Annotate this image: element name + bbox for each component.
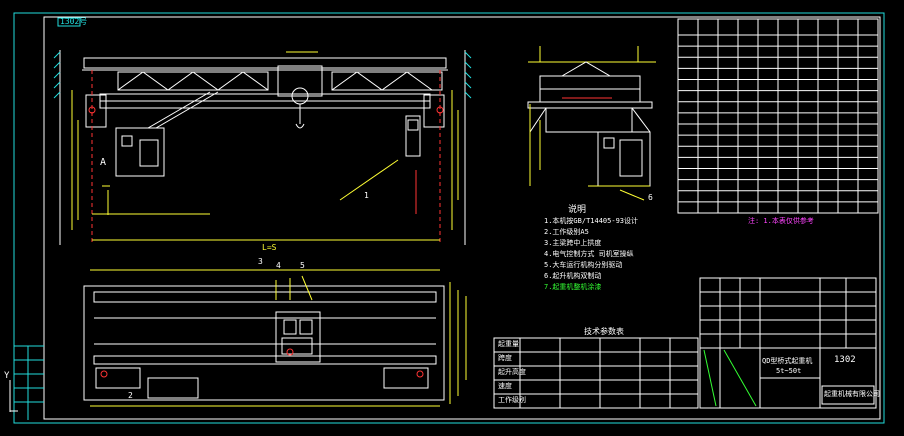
front-elevation-view	[53, 50, 472, 245]
view-label-a: A	[100, 157, 107, 168]
inner-border	[43, 16, 881, 420]
parameter-table	[677, 18, 879, 214]
title-block-spec: 5t~50t	[776, 367, 802, 375]
title-stamp-text: 1302号	[60, 17, 88, 26]
ucs-axis-icon: Y	[4, 372, 18, 412]
title-block-number: 1302	[834, 355, 856, 365]
spec-row-label: 工作级别	[498, 396, 526, 404]
total-length-dim: L=S	[262, 243, 277, 252]
note-item: 1.本机按GB/T14405-93设计	[544, 217, 639, 225]
table-note: 注: 1.本表仅供参考	[748, 217, 814, 225]
parameter-table-rows	[678, 45, 878, 203]
ucs-y-label: Y	[4, 371, 10, 381]
callout-4: 4	[276, 261, 281, 270]
spec-row-label: 起重量	[498, 340, 519, 348]
title-block-drawing-name: QD型桥式起重机	[762, 357, 813, 365]
side-elevation-view	[527, 46, 656, 201]
callout-5: 5	[300, 261, 305, 270]
outer-border	[13, 12, 885, 424]
notes-list: 1.本机按GB/T14405-93设计 2.工作级别A5 3.主梁跨中上拱度 4…	[544, 218, 638, 295]
note-item: 4.电气控制方式 司机室操纵	[544, 250, 634, 258]
callout-3: 3	[258, 257, 263, 266]
callout-1: 1	[364, 191, 369, 200]
note-item: 7.起重机整机涂漆	[544, 283, 602, 291]
note-item: 3.主梁跨中上拱度	[544, 239, 602, 247]
note-item: 6.起升机构双制动	[544, 272, 602, 280]
spec-table	[493, 337, 699, 409]
note-item: 2.工作级别A5	[544, 228, 589, 236]
spec-row-label: 速度	[498, 382, 512, 390]
plan-view	[83, 269, 467, 407]
callout-6: 6	[648, 193, 653, 202]
notes-title: 说明	[568, 205, 587, 215]
left-margin-marks	[14, 345, 44, 420]
spec-row-label: 起升高度	[498, 368, 526, 376]
title-stamp-box	[57, 17, 81, 27]
spec-row-label: 跨度	[498, 354, 512, 362]
callout-2: 2	[128, 391, 133, 400]
title-block-company: 起重机械有限公司	[824, 390, 880, 398]
spec-table-title: 技术参数表	[584, 327, 624, 336]
title-block	[699, 277, 877, 409]
note-item: 5.大车运行机构分别驱动	[544, 261, 623, 269]
